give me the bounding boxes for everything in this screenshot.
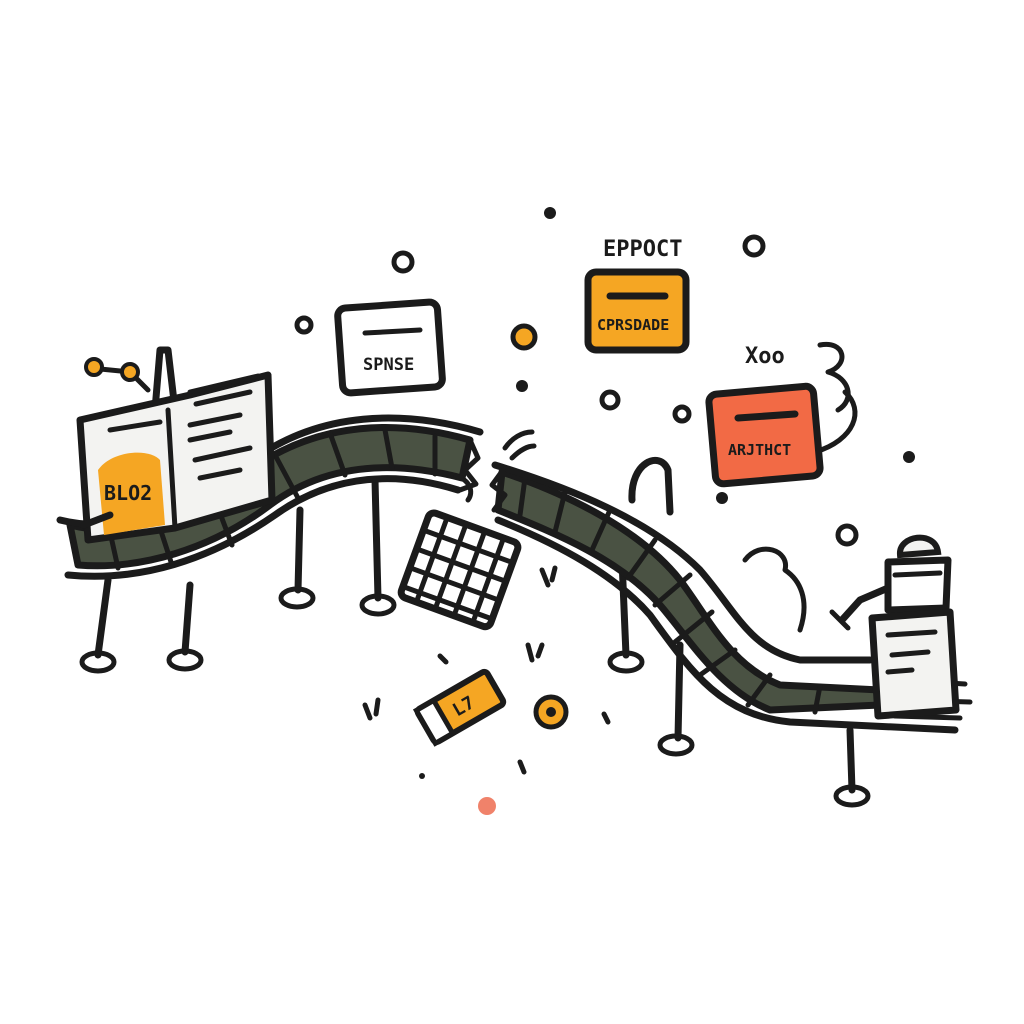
debris: L7 — [362, 429, 611, 815]
card-orange-label: CPRSDADE — [597, 316, 669, 334]
orange-tag-icon: L7 — [412, 668, 507, 747]
card-red: Xoo ARJTHCT — [705, 341, 858, 488]
robot-worker-icon — [829, 534, 960, 720]
floating-dots — [294, 207, 915, 547]
scribble-text: Xoo — [745, 344, 785, 369]
factory-machine-icon: BLO2 — [76, 346, 276, 544]
card-orange-title: EPPOCT — [603, 237, 682, 262]
card-orange: EPPOCT CPRSDADE — [584, 237, 690, 354]
grid-tile-icon — [397, 509, 522, 631]
card-red-label: ARJTHCT — [728, 441, 791, 459]
card-white-label: SPNSE — [363, 355, 414, 375]
card-white: SPNSE — [334, 298, 446, 397]
machine-label: BLO2 — [104, 481, 152, 505]
